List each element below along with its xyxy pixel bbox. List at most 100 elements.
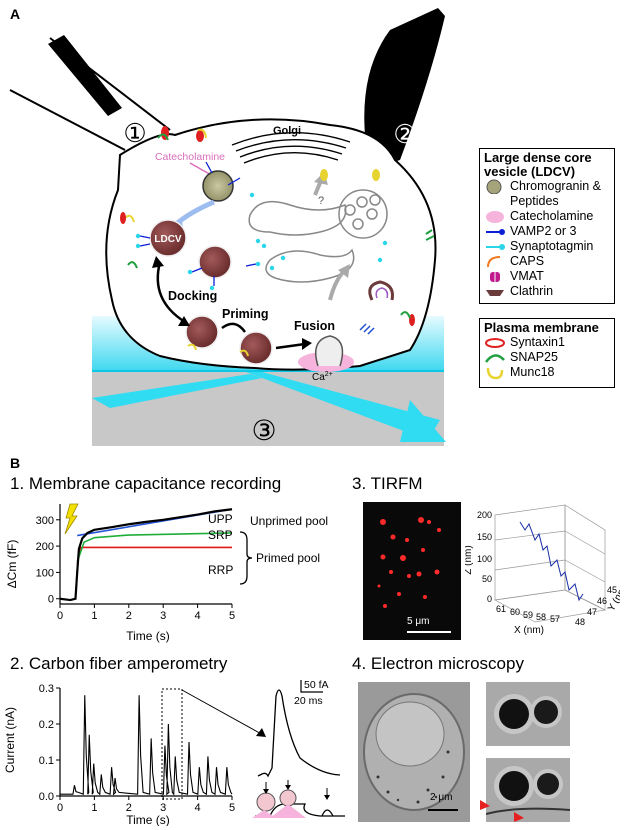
ldcv-vesicle-2 xyxy=(198,245,232,279)
svg-text:57: 57 xyxy=(550,614,560,624)
zoom-line xyxy=(181,689,266,737)
docking-arrow xyxy=(156,261,186,324)
svg-text:45: 45 xyxy=(607,585,617,595)
priming-label: Priming xyxy=(222,307,269,321)
amperometry-xlabel: Time (s) xyxy=(126,813,170,826)
capacitance-x-tick-label: 5 xyxy=(229,610,235,622)
legend-item-vamp: VAMP2 or 3 xyxy=(510,224,577,238)
release-cartoon xyxy=(252,780,345,818)
rrp-label: RRP xyxy=(208,563,233,577)
arrowhead-left xyxy=(480,800,490,810)
zoom-window xyxy=(161,688,183,800)
capacitance-y-tick-label: 200 xyxy=(36,541,54,553)
tirfm-image: 5 μm xyxy=(363,502,461,640)
em-cell-image: 2 μm xyxy=(358,682,470,822)
clathrin-coated-pit xyxy=(368,280,394,301)
vesicle-proteins xyxy=(139,161,257,286)
docked-vesicle xyxy=(185,315,219,349)
svg-text:46: 46 xyxy=(597,596,607,606)
pipette-electrode xyxy=(48,35,122,116)
syntaxin-icon xyxy=(484,335,510,350)
amperometry-trace xyxy=(60,695,233,796)
z-ticks: 200 150 100 50 0 xyxy=(477,510,492,604)
svg-text:48: 48 xyxy=(575,617,585,627)
primed-pool-brace xyxy=(239,531,253,585)
amperometry-ylabel: Current (nA) xyxy=(3,707,17,773)
legend-item-munc18: Munc18 xyxy=(510,365,555,379)
legend-item-clathrin: Clathrin xyxy=(510,284,554,298)
svg-text:61: 61 xyxy=(496,604,506,614)
legend-pm-title: Plasma membrane xyxy=(484,320,599,335)
capacitance-y-tick-label: 300 xyxy=(36,515,54,527)
legend-ldcv-title: Large dense core vesicle (LDCV) xyxy=(484,150,592,179)
ldcv-label: LDCV xyxy=(154,234,182,245)
snap25-icon xyxy=(484,350,510,365)
caps-icon xyxy=(484,254,510,269)
amperometry-x-tick-label: 4 xyxy=(195,802,201,814)
panel-b-letter: B xyxy=(10,455,21,471)
docking-label: Docking xyxy=(168,289,217,303)
amperometry-y-tick-label: 0.3 xyxy=(39,683,54,695)
synaptotagmin-icon xyxy=(484,239,510,254)
em-vesicles-image-top xyxy=(486,682,570,746)
golgi-label: Golgi xyxy=(273,125,301,137)
priming-arrow xyxy=(221,322,247,333)
legend-ldcv: Large dense core vesicle (LDCV) Chromogr… xyxy=(479,148,615,304)
capacitance-x-tick-label: 2 xyxy=(126,610,132,622)
amperometry-x-tick-label: 3 xyxy=(160,802,166,814)
legend-plasma-membrane: Plasma membrane Syntaxin1 SNAP25 Munc18 xyxy=(479,318,615,388)
catecholamine-icon xyxy=(484,209,510,224)
z-axis-label: Z (nm) xyxy=(465,545,474,574)
membrane-proteins xyxy=(120,126,435,357)
amperometry-x-tick-label: 2 xyxy=(126,802,132,814)
laser-beam-out xyxy=(246,372,440,440)
legend-item-chromogranin: Chromogranin & Peptides xyxy=(510,179,602,208)
legend-item-snap25: SNAP25 xyxy=(510,350,558,364)
laser-arrowhead xyxy=(400,400,446,442)
fusing-vesicle xyxy=(315,335,344,367)
svg-text:60: 60 xyxy=(510,607,520,617)
immature-vesicle xyxy=(202,170,234,202)
chromogranin-icon xyxy=(484,179,510,195)
recycling-pathway xyxy=(248,189,388,283)
em-arrowheads xyxy=(480,800,524,822)
fusion-label: Fusion xyxy=(294,319,335,333)
amperometry-x-tick-label: 5 xyxy=(229,802,235,814)
zoomed-spike xyxy=(257,689,341,778)
svg-text:50: 50 xyxy=(482,574,492,584)
x-ticks: 61 60 59 58 57 xyxy=(496,604,560,624)
step-1-marker: ① xyxy=(123,118,146,148)
svg-text:150: 150 xyxy=(477,532,492,542)
clathrin-icon xyxy=(484,284,510,299)
amperometry-scalebar xyxy=(300,680,323,693)
capacitance-y-tick-label: 0 xyxy=(48,594,54,606)
legend-item-vmat: VMAT xyxy=(510,269,544,283)
vamp-icon xyxy=(484,224,510,239)
y-ticks: 48 47 46 45 xyxy=(575,585,617,627)
pipette-left-wall xyxy=(9,89,126,151)
capacitance-title: 1. Membrane capacitance recording xyxy=(10,474,282,493)
legend-item-syntaxin: Syntaxin1 xyxy=(510,335,565,349)
svg-text:0: 0 xyxy=(487,594,492,604)
amperometry-x-tick-label: 1 xyxy=(91,802,97,814)
em-title: 4. Electron microscopy xyxy=(352,654,524,673)
upp-label: UPP xyxy=(208,512,233,526)
capacitance-x-tick-label: 3 xyxy=(160,610,166,622)
legend-item-catecholamine: Catecholamine xyxy=(510,209,594,223)
capacitance-ylabel: ΔCm (fF) xyxy=(5,540,19,589)
calcium-label: Ca2+ xyxy=(312,371,333,383)
svg-text:200: 200 xyxy=(477,510,492,520)
scale-time-label: 20 ms xyxy=(294,695,323,707)
trajectory-3d-plot: 200 150 100 50 0 Z (nm) 61 60 59 58 57 X… xyxy=(465,504,620,636)
scale-current-label: 50 fA xyxy=(304,679,329,691)
svg-text:58: 58 xyxy=(536,612,546,622)
golgi-apparatus xyxy=(231,132,351,164)
synaptotagmin-dots xyxy=(135,192,388,291)
unknown-pathway-mark: ? xyxy=(318,195,324,207)
step-3-marker: ③ xyxy=(251,415,276,446)
chromaffin-cell xyxy=(105,118,437,371)
unprimed-pool-label: Unprimed pool xyxy=(250,514,328,528)
capacitance-series-srp xyxy=(76,532,233,563)
